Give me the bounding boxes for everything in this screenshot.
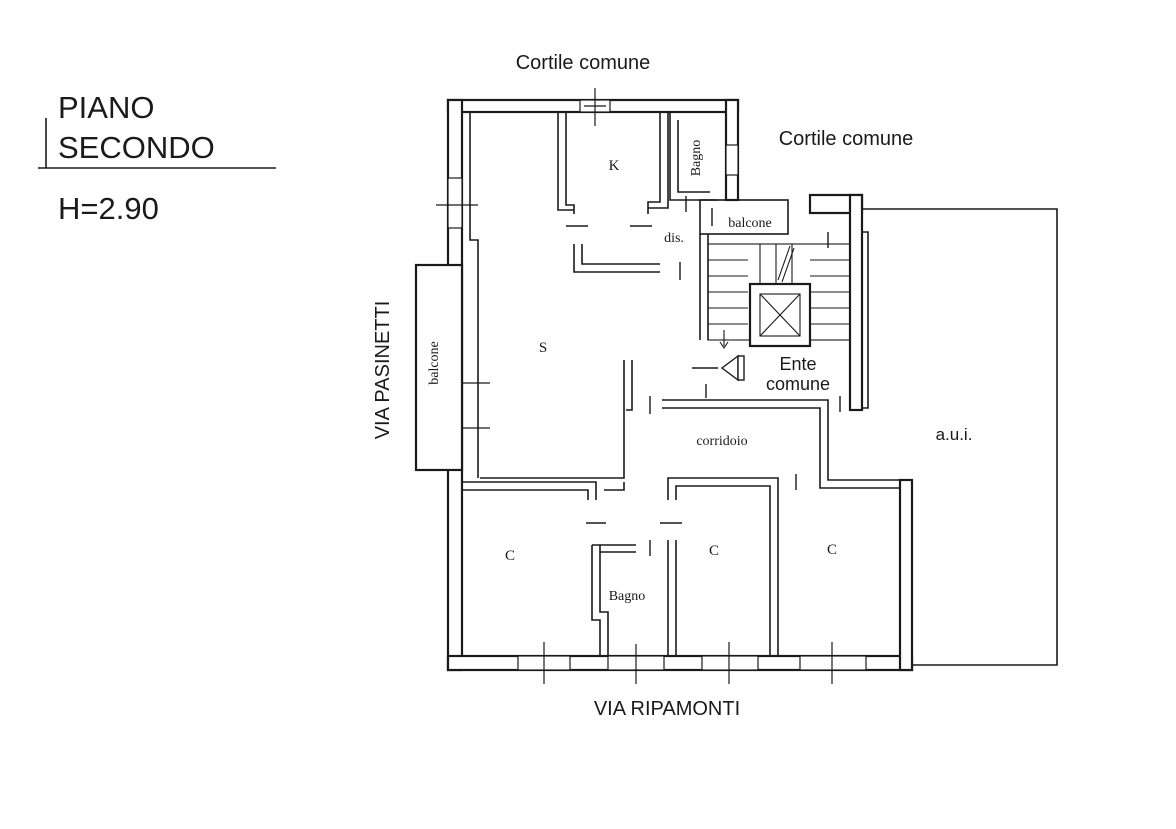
room-bath-bottom: Bagno xyxy=(609,589,646,604)
stairwell xyxy=(707,243,851,349)
room-balcony-top: balcone xyxy=(728,216,772,231)
title-line2: SECONDO xyxy=(58,130,215,165)
ceiling-height: H=2.90 xyxy=(58,191,159,226)
kitchen-wall-left xyxy=(557,112,574,211)
window-bottom-3 xyxy=(701,655,759,671)
kitchen-wall-right xyxy=(648,112,669,209)
title-line1: PIANO xyxy=(58,90,154,125)
windows xyxy=(436,88,867,684)
label-street-bottom: VIA RIPAMONTI xyxy=(594,698,740,720)
room-bedroom-3: C xyxy=(827,542,837,558)
room-common-line2: comune xyxy=(766,374,830,394)
room-bedroom-1: C xyxy=(505,548,515,564)
window-bottom-4 xyxy=(799,655,867,671)
room-bath-top: Bagno xyxy=(689,140,704,177)
wall-stair-right xyxy=(848,193,864,412)
bedroom1-wall-top xyxy=(462,481,597,500)
room-balcony-left: balcone xyxy=(427,341,442,385)
label-courtyard-right: Cortile comune xyxy=(779,128,914,150)
living-wall-right xyxy=(480,360,625,479)
bath-bottom-wall-left xyxy=(591,545,601,656)
interior-walls xyxy=(462,111,900,656)
corridor-wall-top xyxy=(662,399,900,481)
balcony-left xyxy=(414,263,464,472)
speaker-icon xyxy=(692,354,745,382)
balcony-top-frame xyxy=(699,199,789,235)
stair-arrow-icon xyxy=(719,341,729,349)
room-common-line1: Ente xyxy=(779,354,816,374)
title-block: PIANO SECONDO H=2.90 xyxy=(38,90,276,226)
bedroom2-wall-top xyxy=(667,477,779,500)
room-corridor: corridoio xyxy=(696,434,747,449)
room-dis: dis. xyxy=(664,231,684,246)
room-bedroom-2: C xyxy=(709,543,719,559)
door-marks xyxy=(566,196,841,556)
outer-walls xyxy=(446,98,914,672)
room-kitchen: K xyxy=(609,158,620,174)
label-courtyard-top: Cortile comune xyxy=(516,52,651,74)
adjacent-unit-outline xyxy=(862,208,1058,666)
room-living: S xyxy=(539,340,547,356)
window-left-top xyxy=(447,177,463,229)
wall-right-bottom xyxy=(898,478,914,672)
closet-wall xyxy=(573,244,660,273)
window-bath-top xyxy=(725,144,739,176)
label-street-left: VIA PASINETTI xyxy=(372,301,394,440)
room-aui: a.u.i. xyxy=(936,425,973,444)
